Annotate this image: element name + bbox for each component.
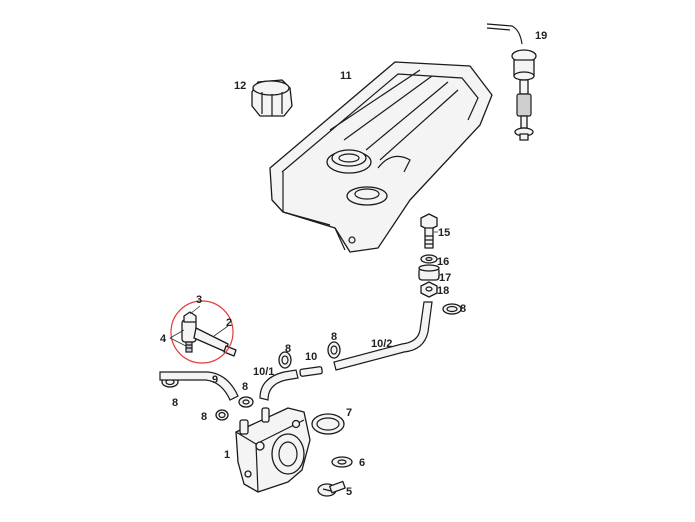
gasket-ring (311, 413, 345, 435)
callout-10-1: 10/1 (253, 366, 274, 378)
callout-8d: 8 (242, 381, 248, 393)
callout-8c: 8 (285, 343, 291, 355)
callout-8b: 8 (331, 331, 337, 343)
callout-10: 10 (305, 351, 317, 363)
callout-8f: 8 (201, 411, 207, 423)
hose-clamp-a (442, 303, 462, 315)
mount-nut (420, 281, 438, 298)
callout-9: 9 (212, 374, 218, 386)
hose-connector (299, 366, 323, 377)
hose-10-1 (259, 369, 299, 401)
leader-lines (169, 231, 439, 347)
callout-18: 18 (437, 285, 449, 297)
callout-10-2: 10/2 (371, 338, 392, 350)
mount-bolt (420, 213, 438, 249)
hose-clamp-b (327, 341, 341, 359)
callout-2: 2 (226, 317, 232, 329)
fuel-level-sender (486, 23, 537, 141)
hose-clamp-f (215, 409, 229, 421)
hose-9 (159, 371, 239, 401)
callout-15: 15 (438, 227, 450, 239)
callout-17: 17 (439, 272, 451, 284)
mounting-screw (317, 480, 346, 497)
mount-bushing (418, 264, 440, 281)
hose-clamp-c (278, 351, 292, 369)
callout-12: 12 (234, 80, 246, 92)
fuel-tank (269, 61, 493, 253)
callout-11: 11 (340, 70, 352, 82)
fuel-cap (251, 79, 293, 117)
callout-1: 1 (224, 449, 230, 461)
highlight-ring (170, 300, 234, 364)
callout-4: 4 (160, 333, 167, 345)
mount-washer (420, 254, 438, 264)
callout-7: 7 (346, 407, 352, 419)
callout-8e: 8 (172, 397, 178, 409)
callout-19: 19 (535, 30, 547, 42)
callout-8a: 8 (460, 303, 466, 315)
sealing-washer (331, 456, 353, 468)
callout-3: 3 (196, 294, 202, 306)
callout-16: 16 (437, 256, 449, 268)
callout-5: 5 (346, 486, 352, 498)
callout-6: 6 (359, 457, 365, 469)
fuel-pump-body (235, 407, 311, 493)
hose-10-2 (333, 301, 433, 371)
hose-clamp-d (238, 396, 254, 408)
callouts: 1 2 3 4 5 6 7 8 8 8 8 8 8 9 10 10/1 10/2… (160, 30, 547, 498)
